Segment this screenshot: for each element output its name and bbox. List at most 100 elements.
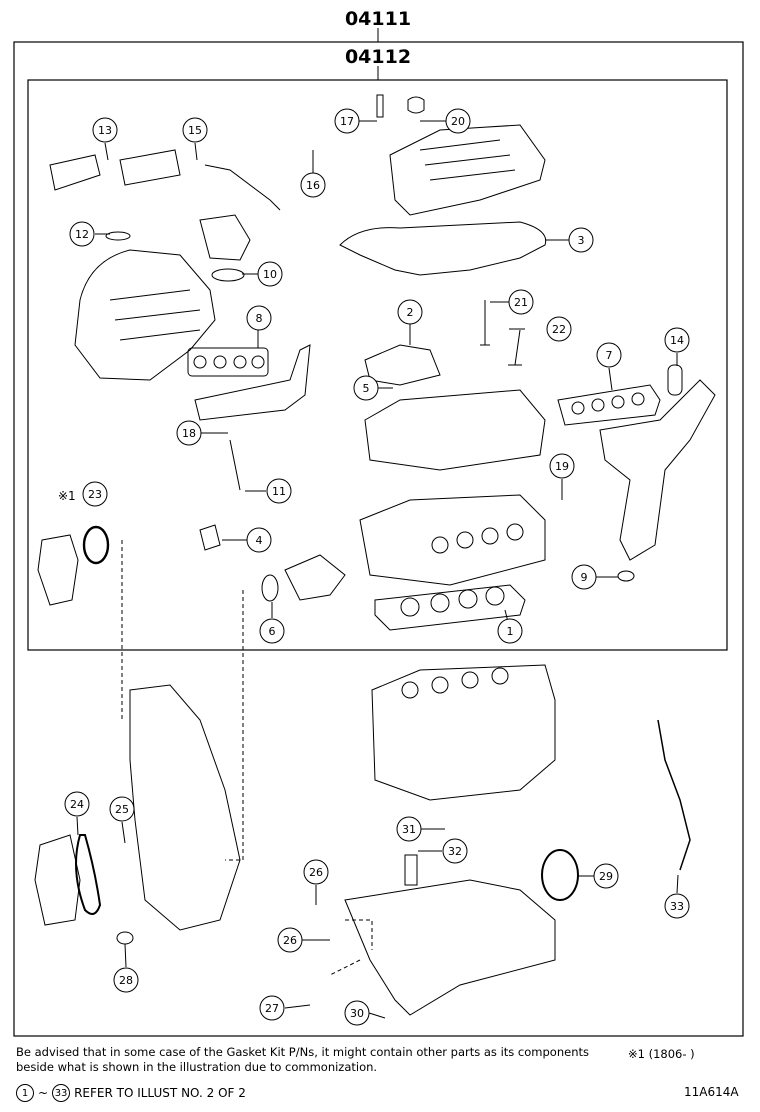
timing-chain xyxy=(75,834,102,915)
oil-level-gauge xyxy=(657,719,691,871)
pipe-11 xyxy=(229,439,241,491)
callout-circle[interactable] xyxy=(109,796,135,822)
callout-14[interactable]: 14 xyxy=(664,327,690,353)
callout-15[interactable]: 15 xyxy=(182,117,208,143)
callout-circle[interactable] xyxy=(182,117,208,143)
callout-17[interactable]: 17 xyxy=(334,108,360,134)
callout-circle[interactable] xyxy=(571,564,597,590)
timing-chain-cover xyxy=(129,684,241,931)
exhaust-manifold-gasket xyxy=(557,384,661,426)
callout-18[interactable]: 18 xyxy=(176,420,202,446)
callout-circle[interactable] xyxy=(596,342,622,368)
callout-10[interactable]: 10 xyxy=(257,261,283,287)
callout-30[interactable]: 30 xyxy=(344,1000,370,1026)
callout-7[interactable]: 7 xyxy=(596,342,622,368)
callout-circle[interactable] xyxy=(442,838,468,864)
valve-22 xyxy=(508,329,522,366)
callout-24[interactable]: 24 xyxy=(64,791,90,817)
callout-number: 15 xyxy=(188,124,202,137)
callout-circle[interactable] xyxy=(508,289,534,315)
callout-8[interactable]: 8 xyxy=(246,305,272,331)
callout-3[interactable]: 3 xyxy=(568,227,594,253)
callout-26[interactable]: 26 xyxy=(303,859,329,885)
callout-27[interactable]: 27 xyxy=(259,995,285,1021)
refer-line: 1 ~ 33 REFER TO ILLUST NO. 2 OF 2 xyxy=(16,1084,246,1102)
callout-number: 31 xyxy=(402,823,416,836)
callout-21[interactable]: 21 xyxy=(508,289,534,315)
callout-circle[interactable] xyxy=(303,859,329,885)
callout-number: 9 xyxy=(581,571,588,584)
part-number-inner[interactable]: 04112 xyxy=(345,46,411,68)
callout-29[interactable]: 29 xyxy=(593,863,619,889)
callout-number: 26 xyxy=(283,934,297,947)
pipe-tube xyxy=(204,164,281,211)
callout-circle[interactable] xyxy=(300,172,326,198)
callout-circle[interactable] xyxy=(593,863,619,889)
callout-circle[interactable] xyxy=(353,375,379,401)
callout-circle[interactable] xyxy=(64,791,90,817)
callout-circle[interactable] xyxy=(259,618,285,644)
callout-25[interactable]: 25 xyxy=(109,796,135,822)
callout-11[interactable]: 11 xyxy=(266,478,292,504)
callout-circle[interactable] xyxy=(69,221,95,247)
callout-circle[interactable] xyxy=(92,117,118,143)
callout-circle[interactable] xyxy=(664,893,690,919)
callout-23[interactable]: 23 xyxy=(82,481,108,507)
oil-seal-28 xyxy=(116,931,134,945)
callout-circle[interactable] xyxy=(257,261,283,287)
callout-circle[interactable] xyxy=(176,420,202,446)
callout-circle[interactable] xyxy=(344,1000,370,1026)
cylinder-head-gasket xyxy=(374,584,526,631)
callout-circle[interactable] xyxy=(397,299,423,325)
callout-22[interactable]: 22 xyxy=(546,316,572,342)
callout-circle[interactable] xyxy=(497,618,523,644)
callout-circle[interactable] xyxy=(396,816,422,842)
cylinder-head-lower xyxy=(359,494,546,586)
callout-number: 33 xyxy=(670,900,684,913)
exhaust-manifold xyxy=(599,379,716,561)
callout-circle[interactable] xyxy=(445,108,471,134)
callout-13[interactable]: 13 xyxy=(92,117,118,143)
callout-circle[interactable] xyxy=(334,108,360,134)
callout-circle[interactable] xyxy=(266,478,292,504)
callout-4[interactable]: 4 xyxy=(246,527,272,553)
callout-circle[interactable] xyxy=(568,227,594,253)
water-pump xyxy=(34,834,81,926)
callout-number: 13 xyxy=(98,124,112,137)
callout-26[interactable]: 26 xyxy=(277,927,303,953)
callout-circle[interactable] xyxy=(259,995,285,1021)
refer-to-circle: 33 xyxy=(52,1084,71,1102)
callout-31[interactable]: 31 xyxy=(396,816,422,842)
callout-circle[interactable] xyxy=(664,327,690,353)
callout-number: 20 xyxy=(451,115,465,128)
oil-pan xyxy=(344,879,556,1016)
callout-circle[interactable] xyxy=(246,305,272,331)
callout-33[interactable]: 33 xyxy=(664,893,690,919)
refer-text: REFER TO ILLUST NO. 2 OF 2 xyxy=(74,1086,246,1100)
part-number-outer[interactable]: 04111 xyxy=(345,8,411,30)
callout-circle[interactable] xyxy=(549,453,575,479)
cylinder-head-upper xyxy=(364,389,546,471)
callout-1[interactable]: 1 xyxy=(497,618,523,644)
callout-19[interactable]: 19 xyxy=(549,453,575,479)
callout-12[interactable]: 12 xyxy=(69,221,95,247)
callout-circle[interactable] xyxy=(246,527,272,553)
callout-5[interactable]: 5 xyxy=(353,375,379,401)
callout-number: 3 xyxy=(578,234,585,247)
callout-9[interactable]: 9 xyxy=(571,564,597,590)
callout-28[interactable]: 28 xyxy=(113,967,139,993)
advisory-note: Be advised that in some case of the Gask… xyxy=(16,1045,589,1074)
callout-32[interactable]: 32 xyxy=(442,838,468,864)
date-note: ※1 (1806- ) xyxy=(628,1047,695,1061)
callout-number: 2 xyxy=(407,306,414,319)
callout-circle[interactable] xyxy=(82,481,108,507)
callout-6[interactable]: 6 xyxy=(259,618,285,644)
callout-16[interactable]: 16 xyxy=(300,172,326,198)
callout-circle[interactable] xyxy=(277,927,303,953)
callout-20[interactable]: 20 xyxy=(445,108,471,134)
callout-number: 7 xyxy=(606,349,613,362)
callout-2[interactable]: 2 xyxy=(397,299,423,325)
callout-circle[interactable] xyxy=(113,967,139,993)
callout-number: 14 xyxy=(670,334,684,347)
callout-circle[interactable] xyxy=(546,316,572,342)
